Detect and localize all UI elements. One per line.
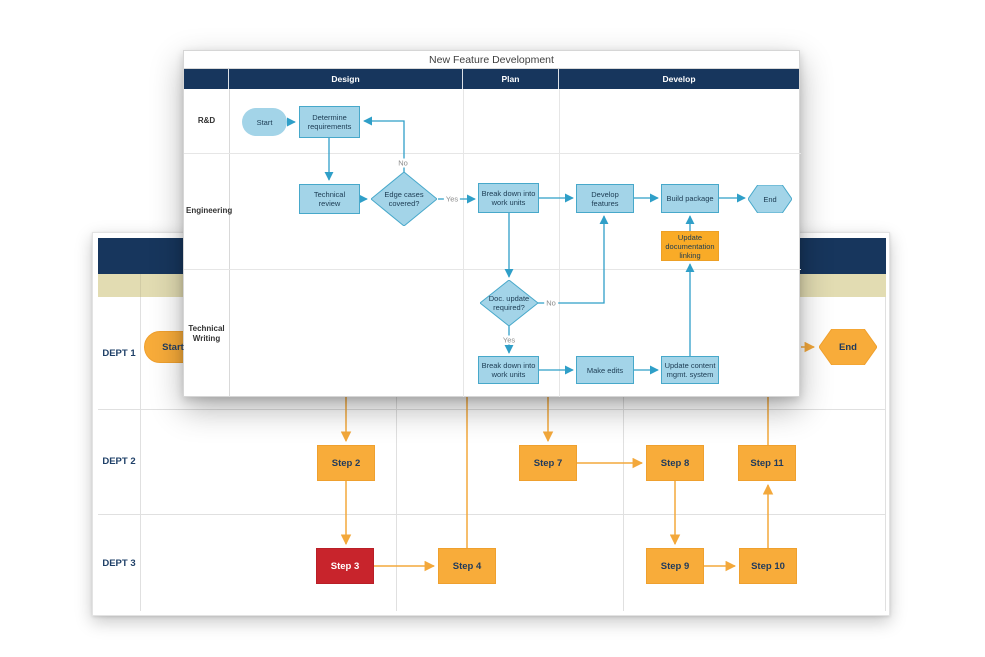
edge-label-no: No: [544, 298, 558, 308]
node-step8[interactable]: Step 8: [646, 445, 704, 481]
node-break-down-work-units-engineering[interactable]: Break down into work units: [478, 183, 539, 213]
hexagon-shape: [748, 185, 792, 213]
column-divider: [396, 297, 397, 611]
phase-header-plan: Plan: [463, 69, 559, 89]
node-end[interactable]: End: [819, 329, 877, 365]
node-update-content-mgmt-system[interactable]: Update content mgmt. system: [661, 356, 719, 384]
diamond-shape: [371, 172, 437, 226]
node-doc-update-required[interactable]: Doc. update required?: [480, 280, 538, 326]
phase-header-row: Design Plan Develop: [184, 69, 799, 89]
node-step2[interactable]: Step 2: [317, 445, 375, 481]
diagram-title: New Feature Development: [184, 51, 799, 69]
diamond-shape: [480, 280, 538, 326]
node-step4[interactable]: Step 4: [438, 548, 496, 584]
lane-label-rnd: R&D: [197, 116, 216, 125]
subheader-divider: [140, 274, 141, 297]
edge-label-yes: Yes: [500, 335, 518, 345]
phase-header-spacer: [184, 69, 229, 89]
node-build-package[interactable]: Build package: [661, 184, 719, 213]
node-make-edits[interactable]: Make edits: [576, 356, 634, 384]
phase-header-design: Design: [229, 69, 463, 89]
feature-flowchart-window: New Feature Development Design Plan Deve…: [183, 50, 801, 397]
phase-header-develop: Develop: [662, 74, 696, 84]
node-technical-review[interactable]: Technical review: [299, 184, 360, 214]
lane-divider: [184, 153, 801, 154]
column-divider: [140, 297, 141, 611]
lane-label-engineering: Engineering: [186, 206, 233, 215]
hexagon-shape: [819, 329, 877, 365]
lane-label-dept1: DEPT 1: [102, 348, 136, 359]
lane-label-dept3: DEPT 3: [102, 558, 136, 569]
node-step3[interactable]: Step 3: [316, 548, 374, 584]
node-step11[interactable]: Step 11: [738, 445, 796, 481]
node-edge-cases-covered[interactable]: Edge cases covered?: [371, 172, 437, 226]
lane-divider: [184, 269, 801, 270]
node-start[interactable]: Start: [242, 108, 287, 136]
node-step9[interactable]: Step 9: [646, 548, 704, 584]
phase-divider: [463, 89, 464, 397]
lane-label-technical-writing: Technical Writing: [188, 324, 225, 343]
node-determine-requirements[interactable]: Determine requirements: [299, 106, 360, 138]
label-column-divider: [229, 89, 230, 397]
edge-label-yes: Yes: [443, 194, 461, 204]
lane-label-dept2: DEPT 2: [102, 456, 136, 467]
node-update-documentation-linking[interactable]: Update documentation linking: [661, 231, 719, 261]
node-step10[interactable]: Step 10: [739, 548, 797, 584]
lane-divider: [98, 514, 886, 515]
column-divider: [623, 297, 624, 611]
node-break-down-work-units-writing[interactable]: Break down into work units: [478, 356, 539, 384]
lane-divider: [98, 409, 886, 410]
edge-label-no: No: [396, 158, 410, 168]
node-step7[interactable]: Step 7: [519, 445, 577, 481]
node-end[interactable]: End: [748, 185, 792, 213]
node-develop-features[interactable]: Develop features: [576, 184, 634, 213]
